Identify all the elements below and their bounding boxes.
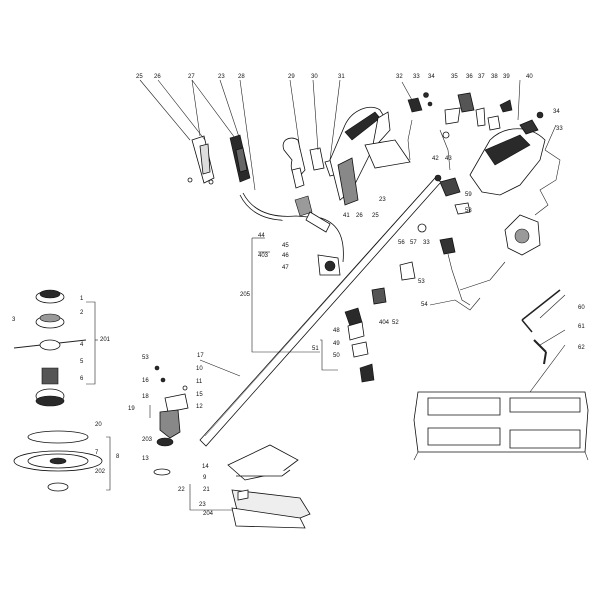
callout-label: 16: [142, 378, 149, 384]
callout-label: 33: [556, 126, 563, 132]
callout-label: 30: [311, 74, 318, 80]
callout-label: 15: [196, 392, 203, 398]
callout-label: 403: [258, 253, 269, 259]
wiring-and-connector-parts: [417, 214, 541, 311]
callout-label: 204: [203, 511, 214, 517]
callout-label: 22: [178, 487, 185, 493]
callout-label: 31: [338, 74, 345, 80]
callout-label: 17: [197, 353, 204, 359]
motor-housing-parts: [329, 106, 411, 206]
callout-label: 25: [372, 213, 379, 219]
callout-label: 47: [282, 265, 289, 271]
callout-label: 4: [80, 342, 84, 348]
callout-label: 49: [333, 341, 340, 347]
callout-label: 2: [80, 310, 84, 316]
callout-label: 59: [465, 192, 472, 198]
callout-label: 46: [282, 253, 289, 259]
callout-label: 54: [421, 302, 428, 308]
callout-label: 20: [95, 422, 102, 428]
callout-label: 50: [333, 353, 340, 359]
callout-label: 1: [80, 296, 84, 302]
callout-label: 39: [503, 74, 510, 80]
callout-label: 11: [196, 379, 203, 385]
callout-label: 9: [203, 475, 207, 481]
callout-label: 202: [95, 469, 106, 475]
callout-label: 25: [136, 74, 143, 80]
callout-label: 6: [80, 376, 84, 382]
callout-label: 28: [238, 74, 245, 80]
callout-label: 5: [80, 359, 84, 365]
clamp-small-parts: [371, 261, 416, 305]
callout-label: 53: [418, 279, 425, 285]
callout-label: 52: [392, 320, 399, 326]
callout-label: 3: [12, 317, 16, 323]
spool-head-parts: [13, 289, 87, 407]
callout-label: 32: [396, 74, 403, 80]
callout-label: 27: [188, 74, 195, 80]
callout-label: 26: [356, 213, 363, 219]
callout-label: 56: [398, 240, 405, 246]
callout-label: 203: [142, 437, 153, 443]
callout-label: 10: [196, 366, 203, 372]
callout-label: 8: [116, 454, 120, 460]
drive-shaft-tube: [199, 174, 442, 447]
callout-label: 201: [100, 337, 111, 343]
callout-label: 14: [202, 464, 209, 470]
handle-bar-assembly: [239, 192, 344, 276]
motor-side-cover: [469, 111, 561, 216]
callout-label: 23: [199, 502, 206, 508]
callout-label: 12: [196, 404, 203, 410]
callout-label: 34: [553, 109, 560, 115]
callout-label: 40: [526, 74, 533, 80]
switch-and-trigger-parts: [407, 92, 513, 171]
callout-label: 29: [288, 74, 295, 80]
callout-label: 18: [142, 394, 149, 400]
guard-disc-parts: [13, 430, 103, 492]
shaft-coupler-parts: [344, 307, 375, 383]
callout-label: 43: [445, 156, 452, 162]
callout-label: 42: [432, 156, 439, 162]
callout-label: 33: [413, 74, 420, 80]
callout-label: 60: [578, 305, 585, 311]
cutting-guard-parts: [227, 444, 311, 529]
callout-label: 13: [142, 456, 149, 462]
callout-label: 45: [282, 243, 289, 249]
callout-label: 53: [142, 355, 149, 361]
callout-label: 48: [333, 328, 340, 334]
callout-label: 19: [128, 406, 135, 412]
callout-label: 57: [410, 240, 417, 246]
callout-label: 205: [240, 292, 251, 298]
callout-label: 35: [451, 74, 458, 80]
callout-label: 41: [343, 213, 350, 219]
leader-lines: [86, 79, 566, 511]
tool-parts: [521, 289, 561, 365]
gear-head-parts: [153, 365, 189, 476]
callout-label: 38: [491, 74, 498, 80]
switch-lever-parts: [439, 177, 471, 215]
handle-grip-parts: [187, 134, 251, 185]
callout-label: 34: [428, 74, 435, 80]
callout-label: 58: [465, 208, 472, 214]
callout-label: 33: [423, 240, 430, 246]
callout-label: 23: [218, 74, 225, 80]
callout-label: 62: [578, 345, 585, 351]
callout-label: 61: [578, 324, 585, 330]
callout-label: 23: [379, 197, 386, 203]
callout-label: 37: [478, 74, 485, 80]
callout-label: 7: [95, 450, 99, 456]
callout-label: 21: [203, 487, 210, 493]
callout-label: 44: [258, 233, 265, 239]
base-stand: [413, 391, 589, 461]
callout-label: 51: [312, 346, 319, 352]
callout-label: 26: [154, 74, 161, 80]
callout-label: 404: [379, 320, 390, 326]
callout-label: 36: [466, 74, 473, 80]
